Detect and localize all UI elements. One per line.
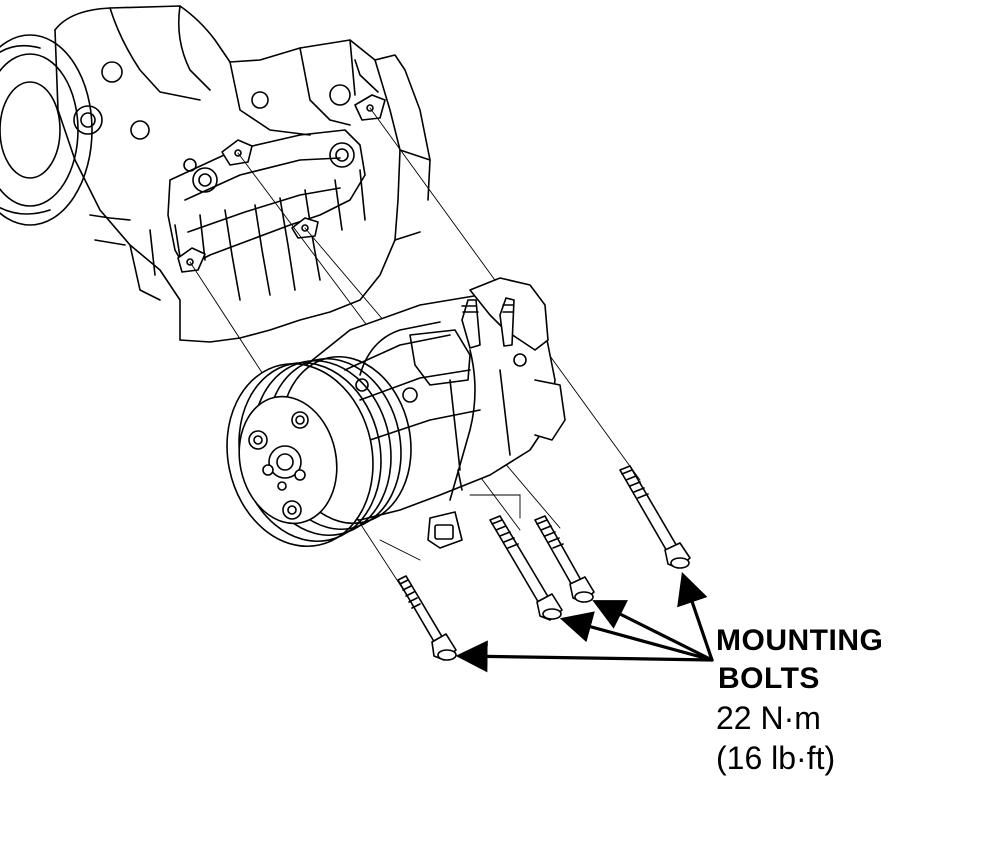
engine-block xyxy=(0,5,431,343)
torque-metric: 22 N·m xyxy=(716,700,821,736)
mounting-bolts-callout: MOUNTING BOLTS 22 N·m (16 lb·ft) xyxy=(716,622,883,778)
bracket-bolt-hole-4 xyxy=(354,94,386,121)
torque-imperial: (16 lb·ft) xyxy=(716,740,836,776)
compressor-mount-bracket xyxy=(167,94,386,273)
callout-line-2: BOLTS xyxy=(718,662,820,695)
mounting-bolts xyxy=(397,465,691,661)
bolt-3 xyxy=(534,515,595,603)
callout-line-1: MOUNTING xyxy=(716,624,884,657)
bolt-1 xyxy=(397,575,457,661)
bracket-bolt-hole-2 xyxy=(221,139,253,166)
compressor-pulley xyxy=(226,355,412,548)
callout-leaders xyxy=(455,571,714,673)
bolt-2 xyxy=(489,515,563,621)
bolt-4 xyxy=(619,465,691,569)
bracket-bolt-hole-1 xyxy=(177,247,206,273)
